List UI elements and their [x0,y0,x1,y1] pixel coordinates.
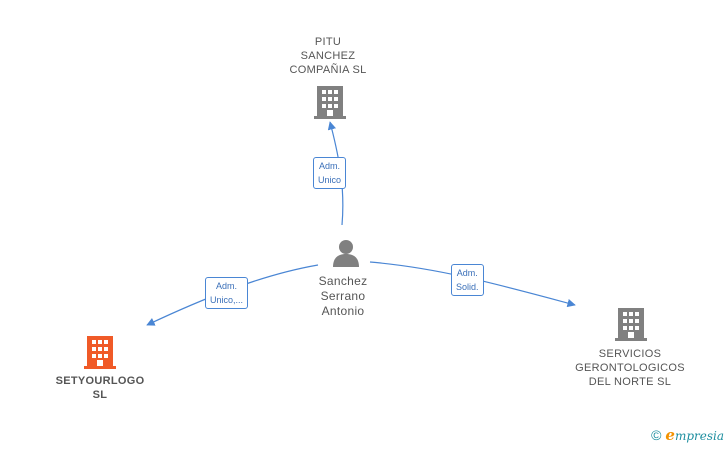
brand-name: mpresia [674,429,724,443]
company-label-line: GERONTOLOGICOS [575,362,685,374]
brand-e: e [665,426,675,444]
building-icon[interactable] [314,84,346,120]
company-label-line: SL [92,389,108,401]
company-label-line: DEL NORTE SL [588,376,672,388]
company-label-line: COMPAÑIA SL [289,64,367,76]
relation-line: Solid. [456,282,479,292]
person-label-line: Sanchez [318,274,368,288]
relation-line: Unico,... [210,295,244,305]
relation-line: Adm. [216,281,238,291]
brand-logo: © empresia [651,426,724,444]
relation-line: Adm. [319,161,341,171]
person-label-line: Serrano [320,289,366,303]
company-label-line: SERVICIOS [598,348,662,360]
company-label-servicios[interactable]: SERVICIOS GERONTOLOGICOS DEL NORTE SL [565,347,695,389]
relation-line: Adm. [456,268,478,278]
company-label-line: SANCHEZ [300,50,356,62]
person-label-line: Antonio [321,304,365,318]
person-icon[interactable] [331,238,361,268]
relation-label-setyourlogo[interactable]: Adm. Unico,... [205,277,249,309]
company-label-line: SETYOURLOGO [55,375,145,387]
company-label-setyourlogo[interactable]: SETYOURLOGO SL [40,374,160,402]
relation-line: Unico [318,175,342,185]
copyright-symbol: © [651,427,662,443]
company-label-pitu[interactable]: PITU SANCHEZ COMPAÑIA SL [268,35,388,77]
building-icon[interactable] [615,306,647,342]
company-label-line: PITU [314,36,342,48]
building-icon-main[interactable] [84,334,116,370]
person-label[interactable]: Sanchez Serrano Antonio [293,274,393,319]
relation-label-pitu[interactable]: Adm. Unico [313,157,347,189]
relation-label-servicios[interactable]: Adm. Solid. [451,264,484,296]
